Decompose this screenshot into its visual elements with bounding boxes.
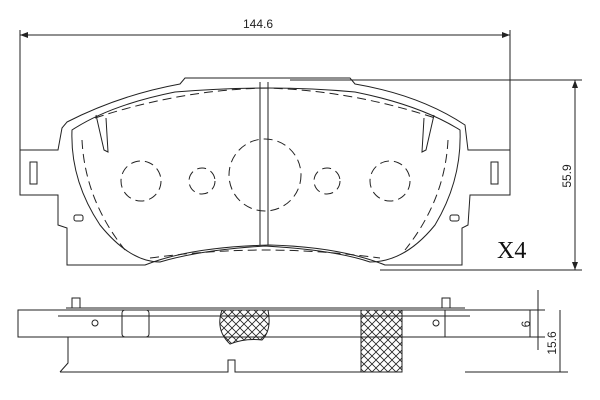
height-dimension: 55.9 [290, 79, 582, 271]
height-label: 55.9 [560, 164, 574, 188]
pad-top-view: X4 [19, 77, 526, 266]
pad-side-view: 6 15.6 [17, 290, 568, 373]
width-label: 144.6 [243, 17, 273, 31]
quantity-label: X4 [497, 238, 526, 264]
width-dimension: 144.6 [19, 17, 511, 155]
backing-thickness-label: 6 [519, 320, 533, 327]
total-thickness-label: 15.6 [545, 331, 559, 355]
